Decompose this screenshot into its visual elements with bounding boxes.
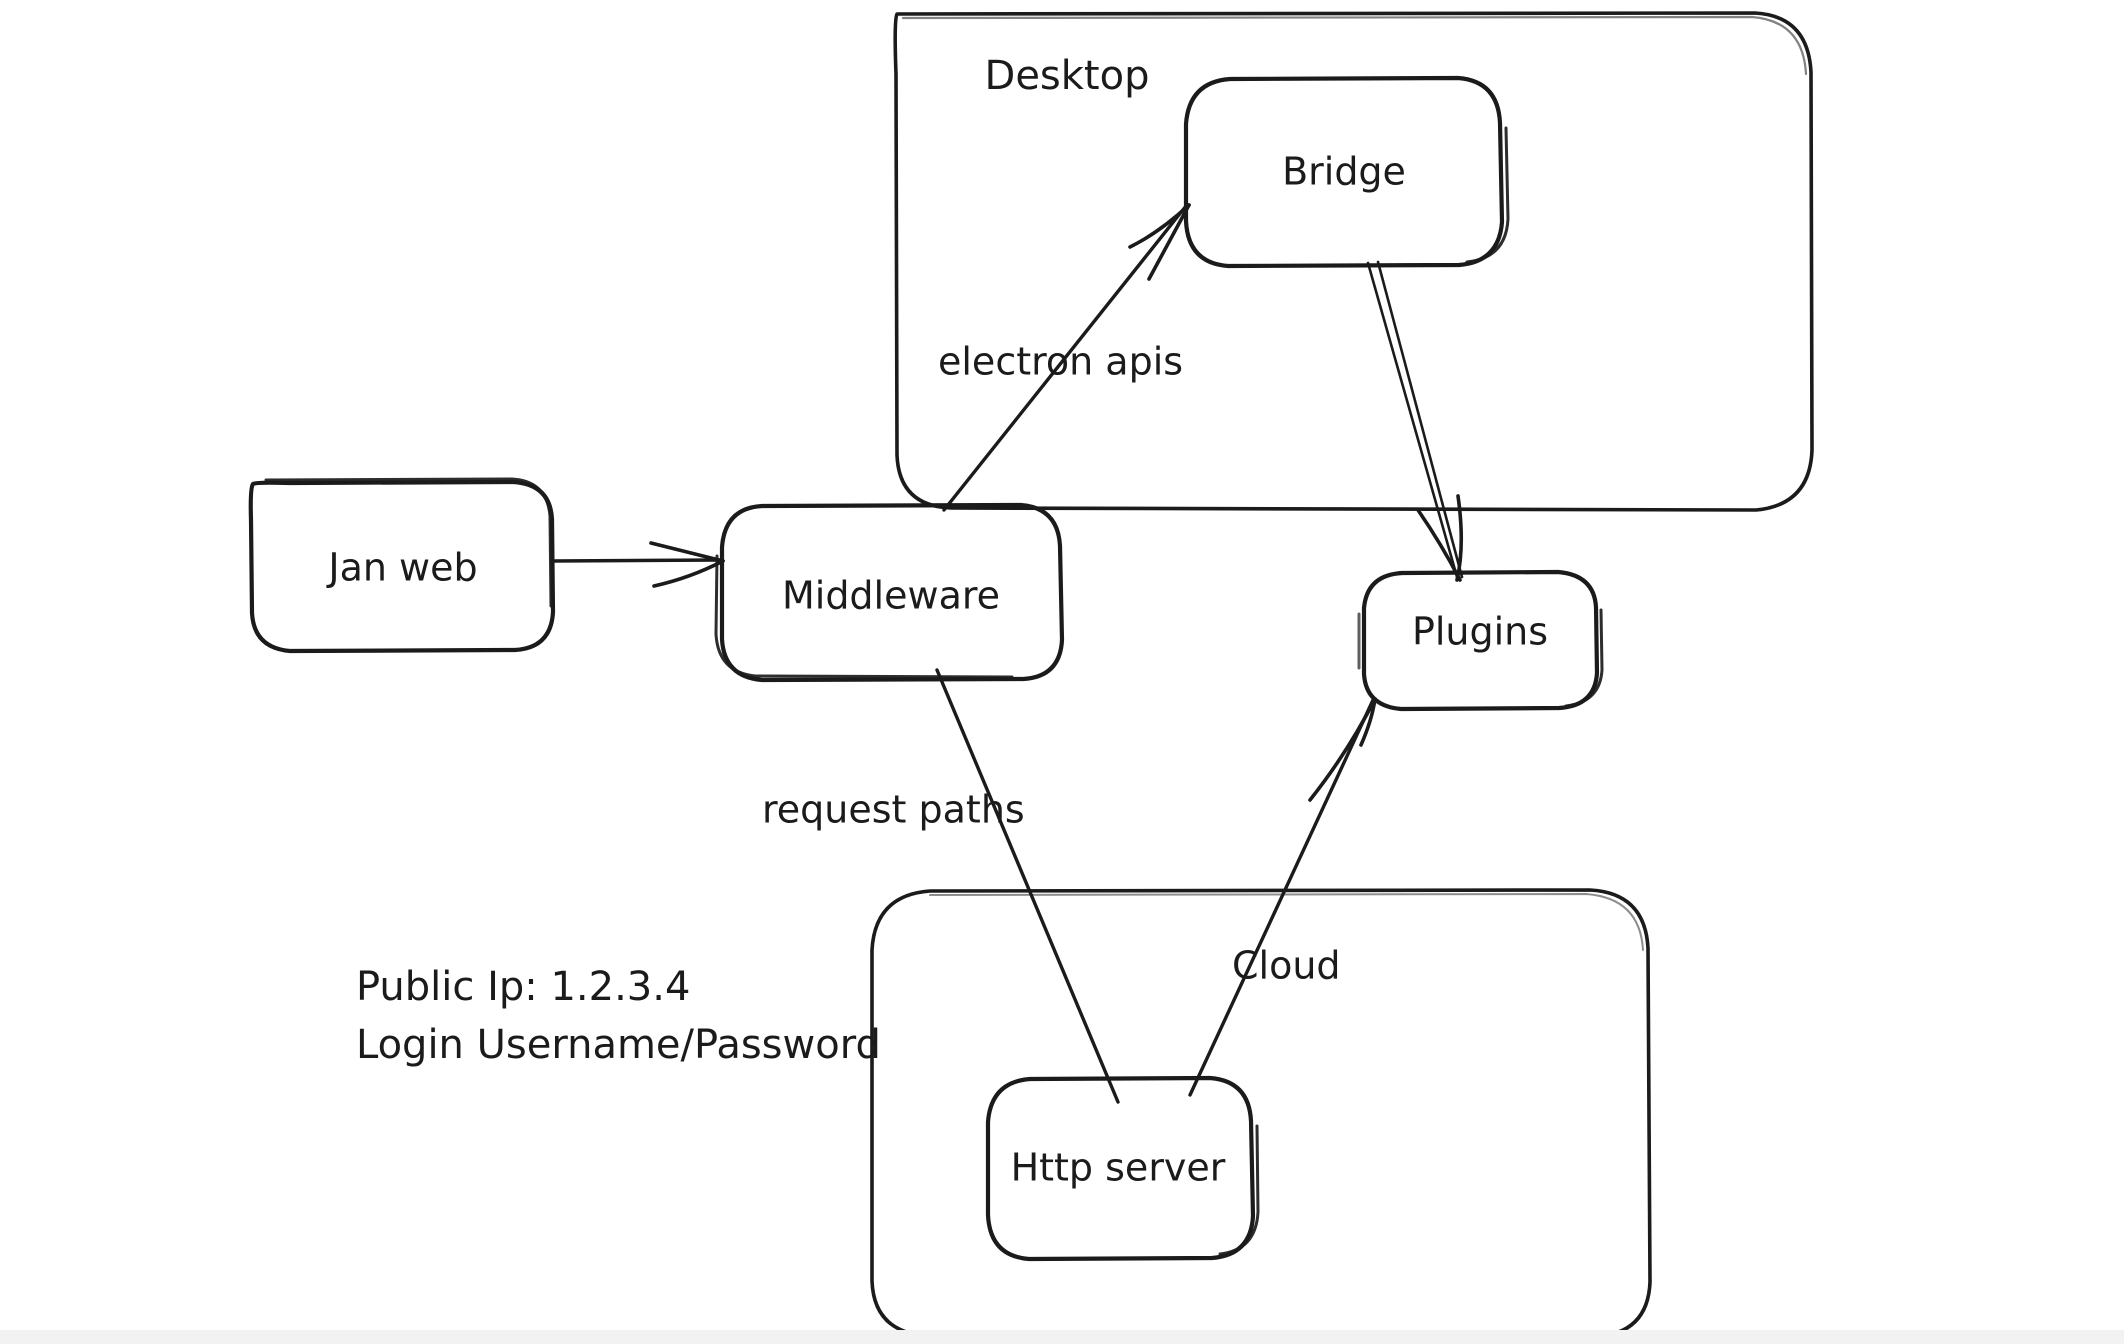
bridge-box-overstroke	[1465, 126, 1510, 264]
node-jan-web[interactable]: Jan web	[248, 477, 556, 654]
edge-middleware-bridge-arrowhead-right	[1147, 203, 1191, 281]
cloud-edge-label: Cloud	[1232, 944, 1341, 988]
edge-janweb-to-middleware[interactable]	[550, 541, 725, 588]
node-plugins[interactable]: Plugins	[1357, 569, 1604, 712]
jan-web-label: Jan web	[326, 546, 477, 590]
plugins-box	[1361, 569, 1600, 712]
edge-httpserver-to-plugins[interactable]	[1188, 697, 1377, 1097]
plugins-label: Plugins	[1412, 610, 1548, 654]
middleware-label: Middleware	[782, 574, 1000, 618]
edge-janweb-middleware-arrowhead-bottom	[652, 559, 725, 588]
jan-web-box	[248, 479, 556, 654]
edge-httpserver-plugins-arrowhead-right	[1359, 697, 1377, 747]
desktop-container-sketch-overlay	[901, 15, 1808, 76]
edge-bridge-to-plugins[interactable]	[1366, 260, 1464, 582]
public-ip-note: Public Ip: 1.2.3.4	[356, 964, 690, 1010]
bridge-label: Bridge	[1282, 150, 1406, 194]
login-credentials-note: Login Username/Password	[356, 1022, 881, 1068]
edge-janweb-middleware-line	[550, 558, 722, 563]
edge-middleware-bridge-line	[942, 204, 1188, 512]
edge-middleware-to-httpserver[interactable]	[935, 668, 1120, 1104]
bridge-box	[1183, 75, 1505, 269]
edge-bridge-plugins-line-a	[1366, 261, 1459, 579]
middleware-box-overstroke	[714, 554, 1014, 679]
group-cloud[interactable]	[870, 888, 1652, 1339]
edge-janweb-middleware-arrowhead-top	[649, 541, 725, 563]
cloud-container-outline	[870, 888, 1652, 1339]
node-middleware[interactable]: Middleware	[714, 502, 1065, 683]
edge-httpserver-plugins-arrowhead-left	[1308, 697, 1377, 802]
request-paths-edge-label: request paths	[762, 788, 1025, 832]
edge-bridge-plugins-line-b	[1376, 260, 1464, 579]
http-server-box	[985, 1075, 1256, 1262]
http-server-box-overstroke	[1218, 1124, 1260, 1256]
edge-httpserver-plugins-line	[1188, 698, 1375, 1097]
edge-middleware-httpserver-line	[935, 668, 1120, 1104]
http-server-label: Http server	[1011, 1146, 1226, 1190]
edge-middleware-bridge-arrowhead-left	[1128, 203, 1191, 249]
cloud-container-sketch-overlay	[929, 893, 1644, 951]
electron-apis-edge-label: electron apis	[938, 340, 1183, 384]
plugins-box-overstroke	[1564, 608, 1604, 708]
node-bridge[interactable]: Bridge	[1183, 75, 1510, 269]
desktop-group-label: Desktop	[985, 53, 1150, 99]
node-http-server[interactable]: Http server	[985, 1075, 1260, 1262]
group-desktop[interactable]	[893, 11, 1814, 512]
jan-web-box-overstroke	[264, 477, 553, 608]
desktop-container-outline	[893, 11, 1814, 512]
